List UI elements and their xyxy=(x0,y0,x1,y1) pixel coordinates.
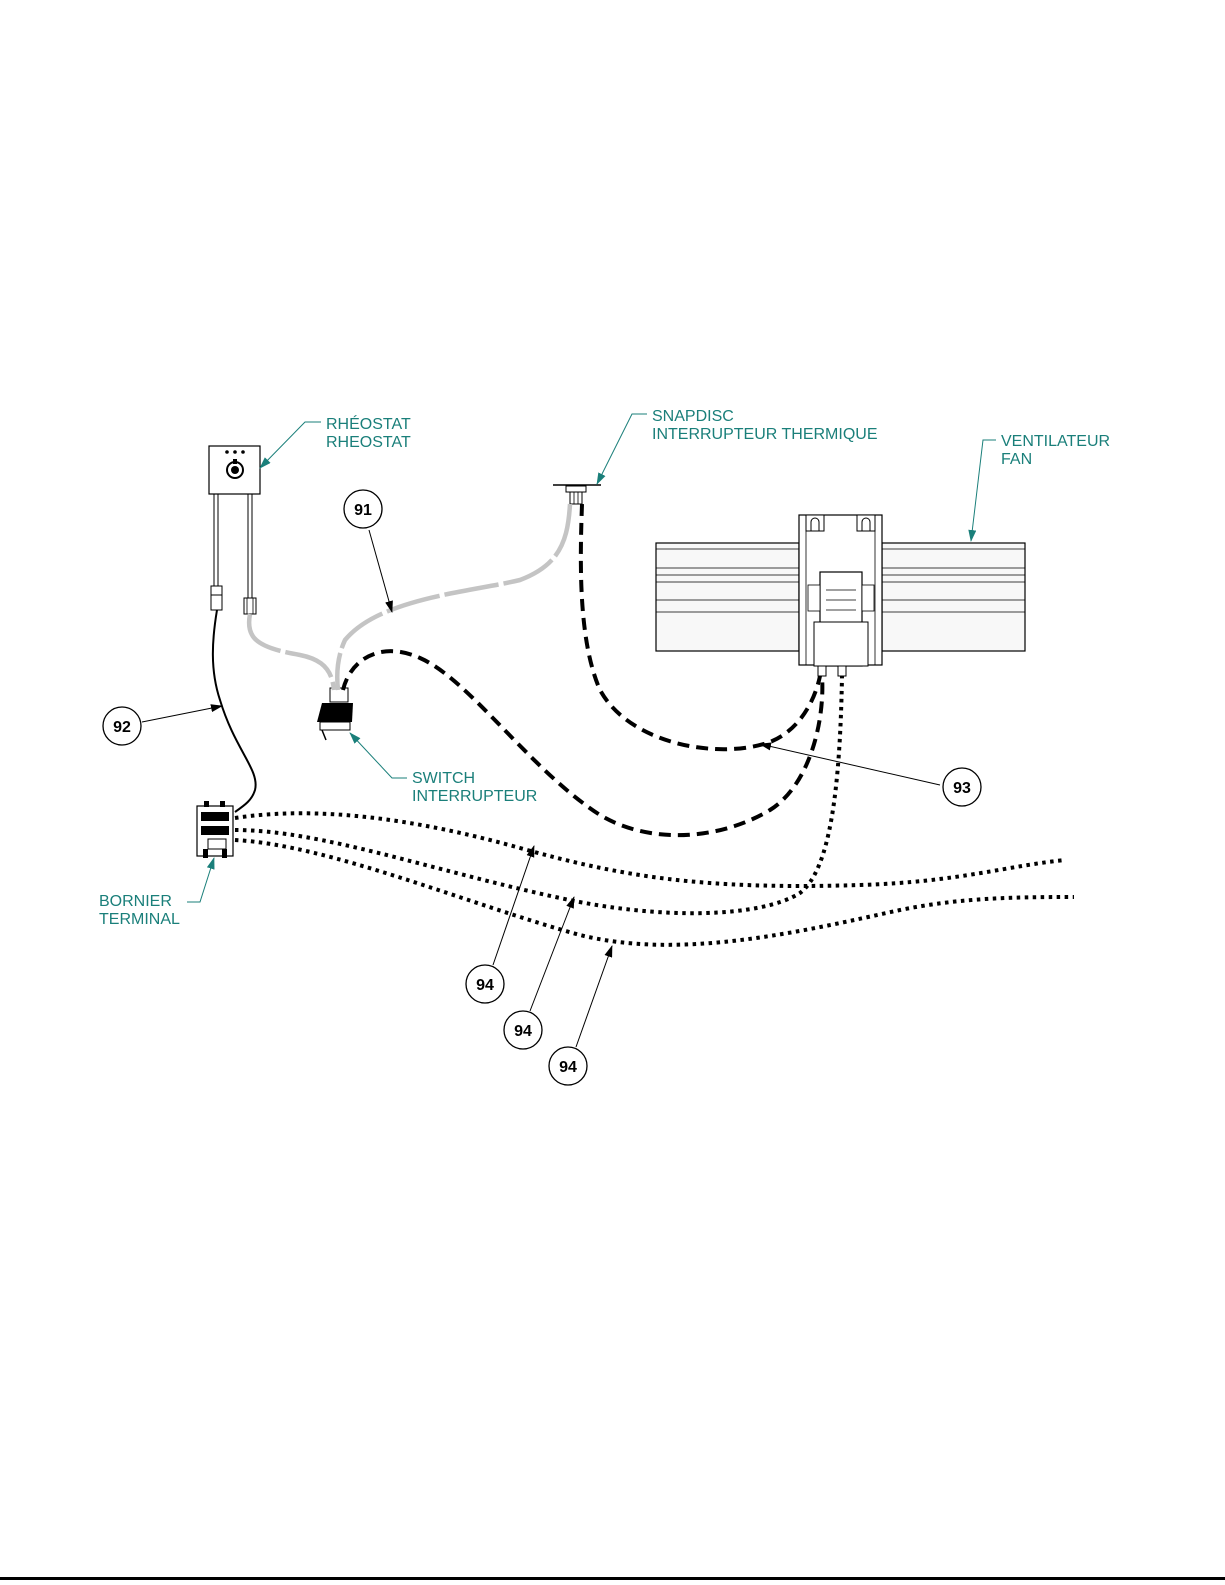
callout-94-b: 94 xyxy=(504,1011,542,1049)
svg-text:INTERRUPTEUR THERMIQUE: INTERRUPTEUR THERMIQUE xyxy=(652,426,878,443)
svg-text:92: 92 xyxy=(113,719,131,736)
label-fan: VENTILATEUR FAN xyxy=(1001,433,1110,468)
callout-91: 91 xyxy=(344,490,382,528)
svg-text:94: 94 xyxy=(559,1059,577,1076)
svg-text:INTERRUPTEUR: INTERRUPTEUR xyxy=(412,788,537,805)
svg-text:RHÉOSTAT: RHÉOSTAT xyxy=(326,414,411,433)
svg-text:SNAPDISC: SNAPDISC xyxy=(652,408,734,425)
label-snapdisc: SNAPDISC INTERRUPTEUR THERMIQUE xyxy=(652,408,878,443)
svg-text:RHEOSTAT: RHEOSTAT xyxy=(326,434,411,451)
svg-text:SWITCH: SWITCH xyxy=(412,770,475,787)
fan-blower xyxy=(656,515,1025,676)
callout-94-c: 94 xyxy=(549,1047,587,1085)
wire-94-bottom xyxy=(235,840,1074,945)
wire-92 xyxy=(213,610,256,812)
leader-snapdisc xyxy=(597,414,647,484)
callout-94-a: 94 xyxy=(466,965,504,1003)
wire-94-top xyxy=(235,813,1066,886)
leader-terminal xyxy=(187,858,214,902)
page-bottom-rule xyxy=(0,1577,1225,1580)
snapdisc xyxy=(553,485,601,504)
svg-text:FAN: FAN xyxy=(1001,451,1032,468)
wire-91-snapdisc xyxy=(337,504,570,690)
svg-text:VENTILATEUR: VENTILATEUR xyxy=(1001,433,1110,450)
leader-fan xyxy=(971,440,996,541)
svg-text:94: 94 xyxy=(476,977,494,994)
svg-text:TERMINAL: TERMINAL xyxy=(99,911,180,928)
rheostat xyxy=(209,446,260,614)
leader-switch xyxy=(350,733,407,778)
switch xyxy=(317,688,353,740)
svg-text:93: 93 xyxy=(953,780,971,797)
leader-rheostat xyxy=(260,422,321,468)
wire-93-switch-to-fan xyxy=(343,651,822,835)
svg-text:94: 94 xyxy=(514,1023,532,1040)
callout-93: 93 xyxy=(943,768,981,806)
callout-92: 92 xyxy=(103,707,141,745)
terminal-block xyxy=(197,801,233,858)
svg-text:BORNIER: BORNIER xyxy=(99,893,172,910)
label-switch: SWITCH INTERRUPTEUR xyxy=(412,770,537,805)
svg-text:91: 91 xyxy=(354,502,372,519)
label-terminal: BORNIER TERMINAL xyxy=(99,893,180,928)
label-rheostat: RHÉOSTAT RHEOSTAT xyxy=(326,414,411,451)
wire-91-rheostat xyxy=(249,614,334,690)
